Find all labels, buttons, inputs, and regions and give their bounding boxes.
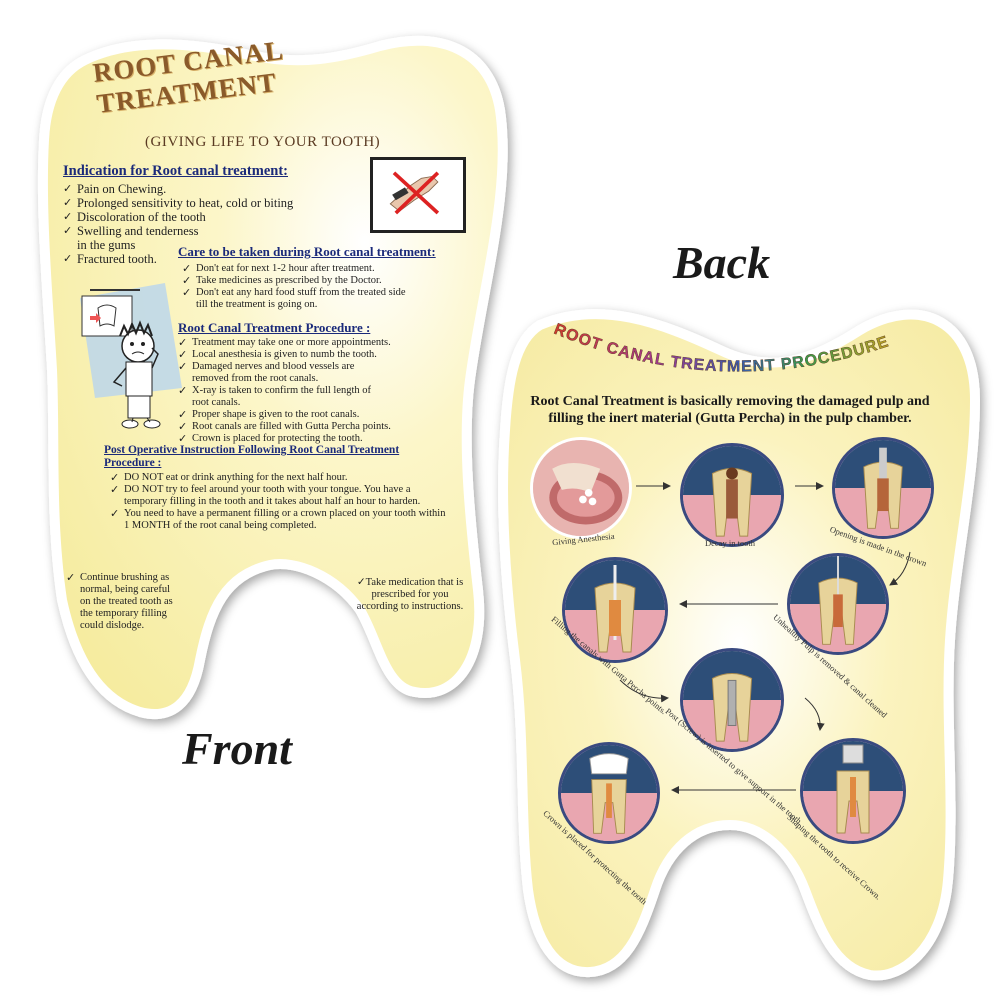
step-anesthesia-image [530, 437, 632, 539]
front-label: Front [182, 723, 292, 774]
check-icon: ✓ [356, 577, 366, 588]
list-item: DO NOT eat or drink anything for the nex… [110, 472, 454, 484]
procedure-section: Root Canal Treatment Procedure : Treatme… [178, 320, 438, 445]
back-lead: Root Canal Treatment is basically removi… [530, 394, 930, 426]
step-pulp-removed-image [787, 553, 889, 655]
step-shaping-image [800, 738, 906, 844]
care-section: Care to be taken during Root canal treat… [178, 244, 448, 311]
post-op-heading: Post Operative Instruction Following Roo… [104, 444, 400, 469]
care-heading: Care to be taken during Root canal treat… [178, 244, 436, 259]
step-filling-image [562, 557, 668, 663]
list-item: Pain on Chewing. [63, 182, 363, 196]
post-op-section: Post Operative Instruction Following Roo… [104, 444, 454, 532]
step-opening-image [832, 437, 934, 539]
caption-decay: Decay in tooth [705, 538, 756, 548]
list-item: Fractured tooth. [63, 252, 363, 266]
no-finger-icon [370, 157, 466, 233]
worried-boy-illustration [70, 278, 182, 438]
list-item: Discoloration of the tooth [63, 210, 363, 224]
list-item: Crown is placed for protecting the tooth… [178, 433, 438, 445]
list-item: Don't eat any hard food stuff from the t… [182, 287, 406, 311]
procedure-list: Treatment may take one or more appointme… [178, 337, 438, 445]
list-item: X-ray is taken to confirm the full lengt… [178, 385, 372, 409]
left-leg-note: Continue brushing as normal, being caref… [66, 572, 178, 632]
list-item: Damaged nerves and blood vessels are rem… [178, 361, 372, 385]
indication-list: Pain on Chewing. Prolonged sensitivity t… [63, 182, 363, 266]
post-op-list: DO NOT eat or drink anything for the nex… [104, 472, 454, 532]
list-item: You need to have a permanent filling or … [110, 508, 449, 532]
front-subtitle: (GIVING LIFE TO YOUR TOOTH) [145, 134, 381, 150]
indication-section: Indication for Root canal treatment: Pai… [63, 163, 363, 266]
list-item: Proper shape is given to the root canals… [178, 409, 438, 421]
indication-heading: Indication for Root canal treatment: [63, 163, 288, 179]
care-list: Don't eat for next 1-2 hour after treatm… [178, 263, 448, 311]
back-title: ROOT CANAL TREATMENT PROCEDURE [551, 321, 890, 376]
step-post-image [680, 648, 784, 752]
back-label: Back [673, 237, 771, 288]
right-leg-note-text: Take medication that is prescribed for y… [356, 577, 464, 612]
procedure-heading: Root Canal Treatment Procedure : [178, 320, 371, 335]
list-item: DO NOT try to feel around your tooth wit… [110, 484, 444, 508]
list-item: Treatment may take one or more appointme… [178, 337, 438, 349]
right-leg-note: ✓Take medication that is prescribed for … [354, 577, 466, 613]
list-item: Prolonged sensitivity to heat, cold or b… [63, 196, 363, 210]
list-item: Continue brushing as normal, being caref… [66, 572, 178, 632]
list-item: Swelling and tenderness in the gums [63, 224, 207, 252]
list-item: Root canals are filled with Gutta Percha… [178, 421, 438, 433]
list-item: Don't eat for next 1-2 hour after treatm… [182, 263, 448, 275]
list-item: Local anesthesia is given to numb the to… [178, 349, 438, 361]
list-item: Take medicines as prescribed by the Doct… [182, 275, 448, 287]
